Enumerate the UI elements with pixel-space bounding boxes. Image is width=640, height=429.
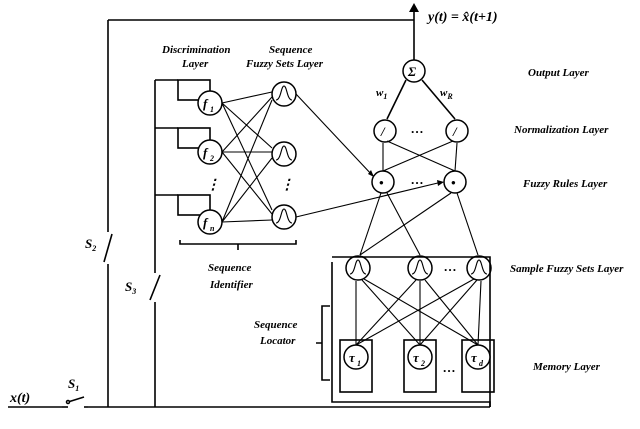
layer-label-sample: Sample Fuzzy Sets Layer xyxy=(510,263,624,275)
svg-text:2: 2 xyxy=(209,154,214,163)
sample-to-rules xyxy=(359,192,479,256)
tau-ellipsis: … xyxy=(443,360,456,375)
norm-node-1: / xyxy=(373,119,397,143)
svg-text:d: d xyxy=(479,359,484,368)
identifier-bracket xyxy=(179,240,297,250)
seq-fuzzy-node-2 xyxy=(271,141,297,167)
rules-to-norm xyxy=(382,140,458,172)
sample-fuzzy-node-2 xyxy=(407,255,433,281)
sample-fuzzy-node-d xyxy=(466,255,492,281)
norm-to-sum xyxy=(386,79,456,120)
locator-bracket xyxy=(316,305,330,381)
f-node-n: f n xyxy=(177,194,223,235)
seq-fuzzy-vellipsis: ⋮ xyxy=(280,178,294,193)
svg-text:2: 2 xyxy=(420,359,425,368)
s3-label: S3 xyxy=(125,279,136,296)
switch-s3-branch xyxy=(149,79,178,407)
svg-text:/: / xyxy=(380,124,386,139)
svg-text:1: 1 xyxy=(210,105,214,114)
layer-label-output: Output Layer xyxy=(528,67,590,79)
s1-label: S1 xyxy=(68,376,79,393)
seq-fuzzy-connections xyxy=(221,91,273,223)
f-node-1: f 1 xyxy=(177,79,223,116)
seq-to-rules xyxy=(295,93,444,218)
f-vellipsis: ⋮ xyxy=(206,178,220,193)
output-arrow xyxy=(409,3,419,60)
rule-ellipsis: … xyxy=(411,172,424,187)
seq-fuzzy-label-1: Sequence xyxy=(269,44,313,56)
svg-text:f: f xyxy=(203,96,209,111)
layer-label-normalization: Normalization Layer xyxy=(513,124,609,136)
svg-text:τ: τ xyxy=(413,350,420,365)
layer-label-memory: Memory Layer xyxy=(532,361,601,373)
memory-to-sample xyxy=(355,278,482,346)
discrimination-label-2: Layer xyxy=(181,58,209,70)
switch-s1 xyxy=(62,396,88,408)
svg-text:Σ: Σ xyxy=(407,64,416,79)
tau-node-2: τ 2 xyxy=(403,339,437,393)
norm-node-r: / xyxy=(445,119,469,143)
svg-text:n: n xyxy=(210,224,215,233)
f-node-2: f 2 xyxy=(177,127,223,165)
tau-node-1: τ 1 xyxy=(339,339,373,393)
seq-fuzzy-node-1 xyxy=(271,81,297,107)
switch-s2-branch xyxy=(103,19,414,407)
sum-node: Σ xyxy=(402,59,426,83)
sample-ellipsis: … xyxy=(444,259,457,274)
svg-text:f: f xyxy=(203,145,209,160)
discrimination-label-1: Discrimination xyxy=(161,44,230,56)
svg-text:τ: τ xyxy=(471,350,478,365)
input-label: x(t) xyxy=(9,391,30,406)
svg-text:•: • xyxy=(451,175,456,190)
locator-label-2: Locator xyxy=(259,335,296,347)
identifier-label-1: Sequence xyxy=(208,262,252,274)
svg-text:•: • xyxy=(379,175,384,190)
w1-label: w1 xyxy=(376,87,387,101)
seq-fuzzy-label-2: Fuzzy Sets Layer xyxy=(245,58,324,70)
rule-node-1: • xyxy=(371,170,395,194)
layer-label-rules: Fuzzy Rules Layer xyxy=(522,178,608,190)
locator-label-1: Sequence xyxy=(254,319,298,331)
tau-node-d: τ d xyxy=(461,339,495,393)
seq-fuzzy-node-n xyxy=(271,204,297,230)
svg-text:τ: τ xyxy=(349,350,356,365)
s2-label: S2 xyxy=(85,236,96,253)
rule-node-r: • xyxy=(443,170,467,194)
svg-text:/: / xyxy=(452,124,458,139)
wr-label: wR xyxy=(440,87,453,101)
sample-fuzzy-node-1 xyxy=(345,255,371,281)
svg-text:1: 1 xyxy=(357,359,361,368)
output-equation: y(t) = x̂(t+1) xyxy=(426,10,498,25)
identifier-label-2: Identifier xyxy=(209,279,253,291)
norm-ellipsis: … xyxy=(411,121,424,136)
svg-text:f: f xyxy=(203,215,209,230)
